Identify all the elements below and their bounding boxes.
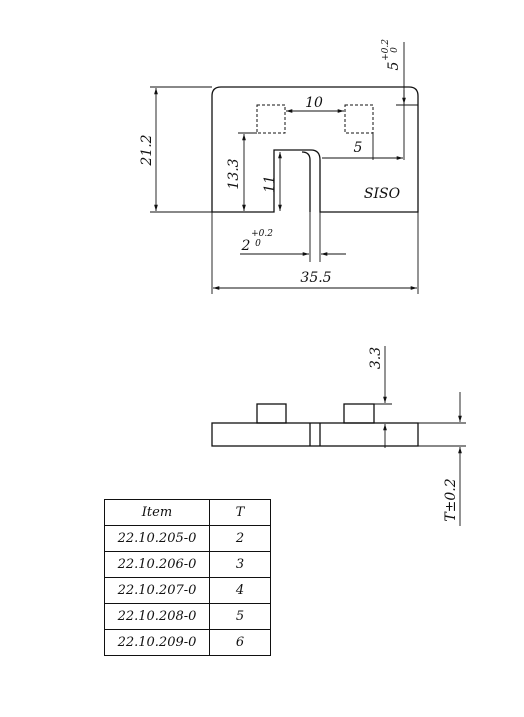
- cell-t: 6: [209, 629, 271, 656]
- cell-item: 22.10.208-0: [104, 603, 210, 630]
- table-row: 22.10.205-0 2: [104, 525, 271, 552]
- cell-t: 5: [209, 603, 271, 630]
- header-t: T: [209, 499, 271, 526]
- cell-t: 2: [209, 525, 271, 552]
- item-thickness-table: Item T 22.10.205-0 2 22.10.206-0 3 22.10…: [104, 499, 271, 656]
- dim-slot-height-label: 13.3: [226, 158, 242, 189]
- top-view: 21.2 10 5 5 +0.2 0 13.3 11 SISO 2 +0.2 0: [139, 39, 419, 294]
- dim-slot-depth-label: 11: [262, 175, 278, 193]
- header-item: Item: [104, 499, 210, 526]
- dim-slot-width-tol-lower: 0: [255, 239, 261, 249]
- cell-t: 4: [209, 577, 271, 604]
- cell-t: 3: [209, 551, 271, 578]
- dim-slot-width-label: 2: [241, 238, 251, 254]
- dim-top-gap-tol-lower: 0: [390, 47, 400, 53]
- part-mark: SISO: [364, 186, 401, 202]
- side-view: 3.3 T±0.2: [211, 346, 466, 526]
- pad-right: [343, 403, 375, 424]
- pad-left: [256, 403, 287, 424]
- pad-right-hidden: [344, 104, 374, 134]
- dim-slot-width-tol-upper: +0.2: [251, 229, 273, 239]
- pad-left-hidden: [256, 104, 286, 134]
- cell-item: 22.10.205-0: [104, 525, 210, 552]
- table-row: 22.10.208-0 5: [104, 603, 271, 630]
- base-plate: [211, 422, 419, 447]
- table-row: 22.10.209-0 6: [104, 629, 271, 656]
- slot-outline: [301, 151, 311, 212]
- dim-thickness-label: T±0.2: [443, 478, 459, 521]
- dim-pad-offset-label: 5: [354, 140, 363, 156]
- dim-pad-height-label: 3.3: [368, 347, 384, 369]
- table-row: 22.10.207-0 4: [104, 577, 271, 604]
- part-outline: [211, 86, 419, 213]
- table-header-row: Item T: [104, 499, 271, 526]
- cell-item: 22.10.209-0: [104, 629, 210, 656]
- dim-height-label: 21.2: [139, 134, 155, 166]
- dim-top-gap-tol-upper: +0.2: [381, 39, 391, 61]
- dim-pad-spacing-label: 10: [305, 95, 323, 111]
- table-row: 22.10.206-0 3: [104, 551, 271, 578]
- dim-top-gap-label: 5: [386, 61, 402, 70]
- cell-item: 22.10.206-0: [104, 551, 210, 578]
- cell-item: 22.10.207-0: [104, 577, 210, 604]
- dim-width-label: 35.5: [300, 270, 331, 286]
